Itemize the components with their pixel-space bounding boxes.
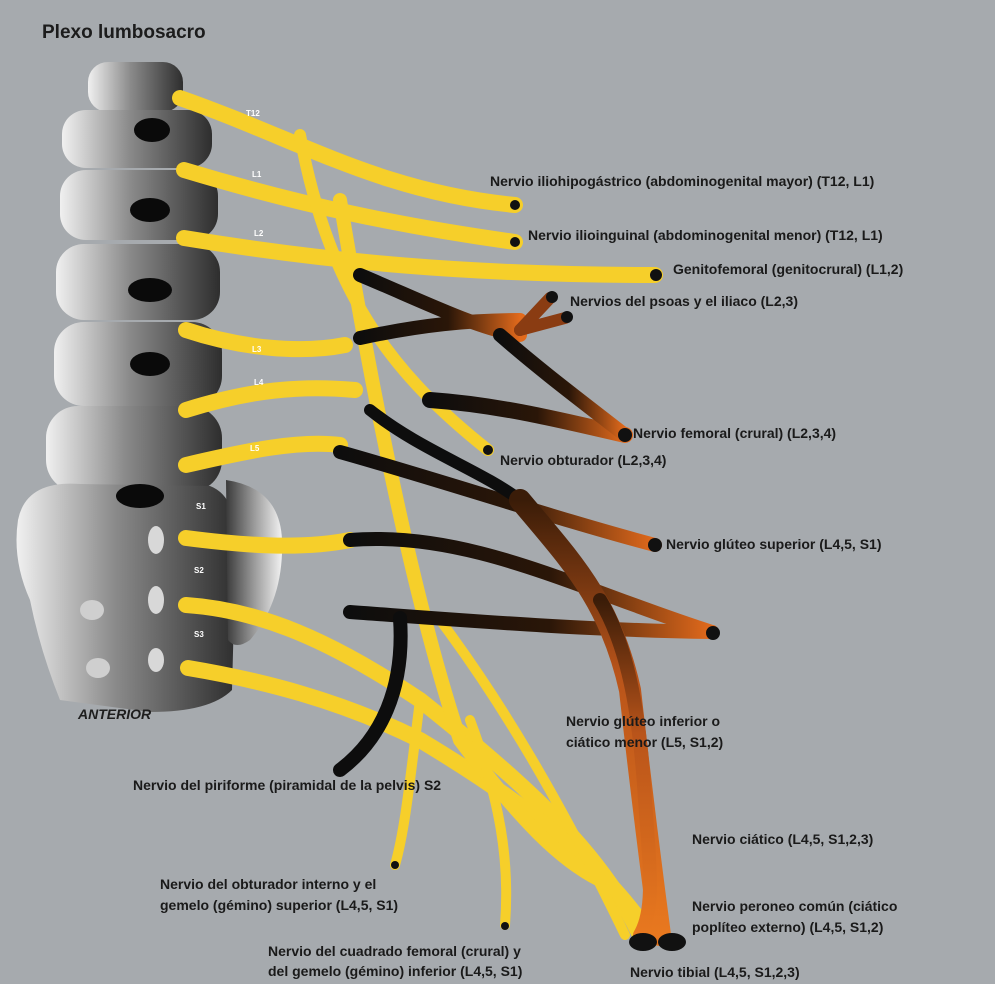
diagram-title: Plexo lumbosacro — [42, 22, 206, 44]
anterior-label: ANTERIOR — [78, 706, 151, 722]
level-s2: S2 — [194, 566, 204, 575]
label-obturador: Nervio obturador (L2,3,4) — [500, 451, 666, 470]
level-t12: T12 — [246, 109, 260, 118]
level-l4: L4 — [254, 378, 263, 387]
label-ciatico: Nervio ciático (L4,5, S1,2,3) — [692, 830, 873, 849]
label-peroneo-line1: Nervio peroneo común (ciático — [692, 897, 897, 916]
label-gluteo-inferior-line2: ciático menor (L5, S1,2) — [566, 733, 723, 752]
label-obturador-interno-line1: Nervio del obturador interno y el — [160, 875, 376, 894]
level-l5: L5 — [250, 444, 259, 453]
label-cuadrado-line2: del gemelo (gémino) inferior (L4,5, S1) — [268, 962, 522, 981]
label-gluteo-superior: Nervio glúteo superior (L4,5, S1) — [666, 535, 882, 554]
label-genitofemoral: Genitofemoral (genitocrural) (L1,2) — [673, 260, 903, 279]
label-cuadrado-line1: Nervio del cuadrado femoral (crural) y — [268, 942, 521, 961]
label-iliohipogastrico: Nervio iliohipogástrico (abdominogenital… — [490, 172, 874, 191]
label-gluteo-inferior-line1: Nervio glúteo inferior o — [566, 712, 720, 731]
label-femoral: Nervio femoral (crural) (L2,3,4) — [633, 424, 836, 443]
level-l1: L1 — [252, 170, 261, 179]
label-piriforme: Nervio del piriforme (piramidal de la pe… — [133, 776, 441, 795]
level-s1: S1 — [196, 502, 206, 511]
dark-nerves — [340, 275, 712, 935]
label-peroneo-line2: poplíteo externo) (L4,5, S1,2) — [692, 918, 883, 937]
level-s3: S3 — [194, 630, 204, 639]
level-l3: L3 — [252, 345, 261, 354]
level-l2: L2 — [254, 229, 263, 238]
label-psoas-iliaco: Nervios del psoas y el iliaco (L2,3) — [570, 292, 798, 311]
label-obturador-interno-line2: gemelo (gémino) superior (L4,5, S1) — [160, 896, 398, 915]
label-ilioinguinal: Nervio ilioinguinal (abdominogenital men… — [528, 226, 883, 245]
label-tibial: Nervio tibial (L4,5, S1,2,3) — [630, 963, 800, 982]
